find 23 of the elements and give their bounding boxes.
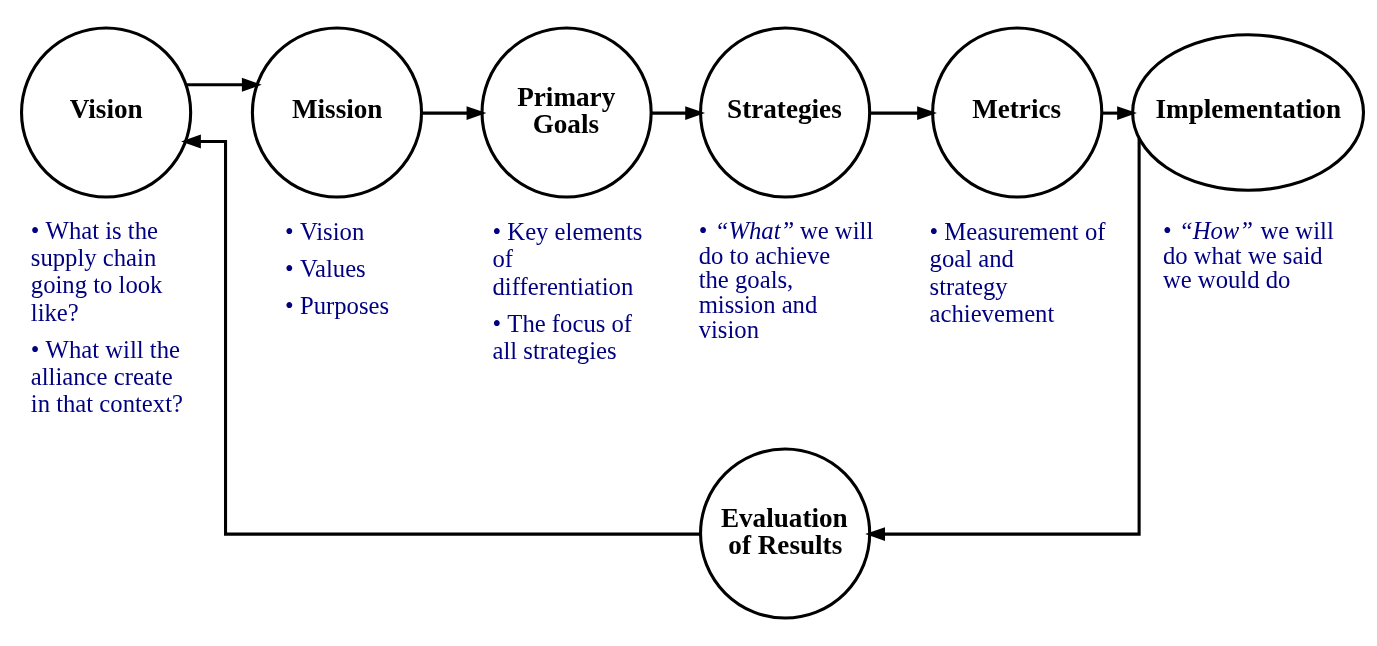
node-label: • What is the supply chain going to look like? xyxy=(30,217,163,326)
node-label: • Values xyxy=(285,255,366,283)
node-label: • Purposes xyxy=(285,292,390,320)
node-label: • Key elements of differentiation xyxy=(492,218,643,300)
node-label: • What will the alliance create in that context? xyxy=(30,335,183,417)
node-circle: Mission xyxy=(250,26,424,199)
node-circle: Evaluation of Results xyxy=(699,447,872,620)
node-circle: Vision xyxy=(19,26,193,199)
node-circle: Metrics xyxy=(931,26,1104,199)
node-label: • The focus of all strategies xyxy=(492,309,633,364)
arrow xyxy=(651,106,706,121)
arrow xyxy=(865,138,1141,542)
arrow xyxy=(181,134,701,536)
arrow xyxy=(421,106,487,121)
node-circle: Strategies xyxy=(699,26,872,199)
node-ellipse: Implementation xyxy=(1131,33,1366,192)
arrow xyxy=(186,77,262,92)
node-label: • Measurement of goal and strategy achievement xyxy=(929,218,1106,327)
node-label: • Vision xyxy=(285,218,365,246)
node-circle: Primary Goals xyxy=(480,26,653,199)
arrow xyxy=(869,106,937,121)
node-label: • “What” we will do to achieve the goals, mission and vision xyxy=(698,217,874,343)
node-label: • “How” we will do what we said we would do xyxy=(1162,217,1334,294)
